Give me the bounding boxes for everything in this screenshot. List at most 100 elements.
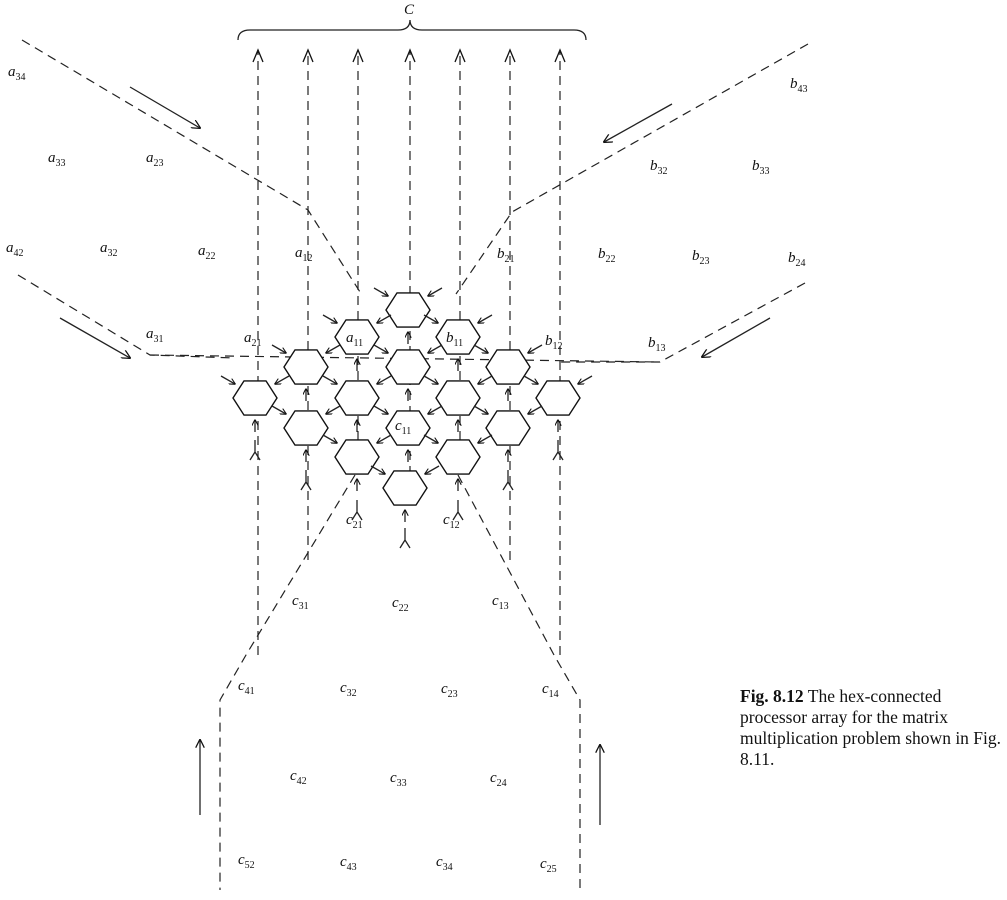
feed-fork-icon (502, 470, 514, 491)
processor-hexagon (385, 349, 431, 385)
processor-input-arrow (373, 344, 388, 353)
output-label: C (404, 2, 415, 18)
c-23-label: c23 (441, 681, 458, 700)
c-14-label: c14 (542, 681, 559, 700)
c-34-label: c34 (436, 854, 453, 873)
b-22-label: b22 (598, 246, 616, 265)
a-23-label: a23 (146, 150, 164, 169)
a-33-label: a33 (48, 150, 66, 169)
processor-input-arrow (478, 375, 493, 384)
processor-hexagon (385, 292, 431, 328)
output-arrow-icon (554, 48, 566, 63)
feed-fork-icon (399, 528, 411, 549)
feed-fork-icon (249, 440, 261, 461)
b-flow-arrow-upper (604, 103, 673, 142)
processor-input-arrow (528, 405, 543, 414)
c-21-label: c21 (346, 512, 363, 531)
processor-hexagon (334, 380, 380, 416)
processor-input-arrow (423, 375, 438, 384)
a-21-label: a21 (244, 330, 262, 349)
output-arrow-icon (404, 48, 416, 63)
processor-hexagon (485, 349, 531, 385)
c-13-label: c13 (492, 593, 509, 612)
a-32-label: a32 (100, 240, 118, 259)
a-42-label: a42 (6, 240, 24, 259)
c-25-label: c25 (540, 856, 557, 875)
feed-fork-icon (351, 500, 363, 521)
b-stream-envelope-lower (560, 282, 806, 363)
output-arrow-icon (454, 48, 466, 63)
processor-input-arrow (423, 314, 438, 323)
a-22-label: a22 (198, 243, 216, 262)
processor-input-arrow (428, 344, 443, 353)
c-11-label: c11 (395, 418, 411, 437)
c-stream-envelope-right (457, 474, 581, 890)
a-12-label: a12 (295, 245, 313, 264)
processor-input-arrow (528, 344, 543, 353)
c-32-label: c32 (340, 680, 357, 699)
processor-input-arrow (377, 375, 392, 384)
processor-input-arrow (425, 465, 440, 474)
processor-input-arrow (271, 405, 286, 414)
processor-input-arrow (326, 405, 341, 414)
processor-hexagon (435, 439, 481, 475)
b-flow-arrow-lower (702, 317, 771, 357)
c-33-label: c33 (390, 770, 407, 789)
processor-hexagon (232, 380, 278, 416)
a-flow-arrow-upper (129, 86, 200, 128)
processor-array (220, 287, 593, 549)
processor-hexagon (334, 319, 380, 355)
processor-input-arrow (373, 287, 388, 296)
b-21-label: b21 (497, 246, 515, 265)
c-31-label: c31 (292, 593, 309, 612)
processor-input-arrow (423, 434, 438, 443)
c-52-label: c52 (238, 852, 255, 871)
c-22-label: c22 (392, 595, 409, 614)
processor-hexagon (485, 410, 531, 446)
processor-input-arrow (271, 344, 286, 353)
output-arrow-icon (252, 48, 264, 63)
feed-fork-icon (452, 500, 464, 521)
processor-hexagon (535, 380, 581, 416)
output-arrow-icon (302, 48, 314, 63)
processor-hexagon (283, 410, 329, 446)
processor-input-arrow (428, 405, 443, 414)
a-stream-envelope-upper (21, 39, 361, 293)
feed-fork-icon (552, 440, 564, 461)
processor-input-arrow (220, 375, 235, 384)
b-23-label: b23 (692, 248, 710, 267)
b-32-label: b32 (650, 158, 668, 177)
processor-input-arrow (478, 434, 493, 443)
processor-input-arrow (322, 375, 337, 384)
b-13-label: b13 (648, 335, 666, 354)
output-brace (237, 19, 587, 41)
a-stream-envelope-lower (17, 274, 236, 359)
caption-text: The hex-connected processor array for th… (740, 686, 1002, 769)
c-43-label: c43 (340, 854, 357, 873)
a-31-label: a31 (146, 326, 164, 345)
processor-hexagon (435, 319, 481, 355)
processor-input-arrow (373, 405, 388, 414)
output-arrow-icon (352, 48, 364, 63)
processor-input-arrow (326, 344, 341, 353)
figure-caption: Fig. 8.12 The hex-connected processor ar… (740, 686, 1005, 770)
c-12-label: c12 (443, 512, 460, 531)
processor-input-arrow (275, 375, 290, 384)
processor-hexagon (334, 439, 380, 475)
processor-input-arrow (578, 375, 593, 384)
a-flow-arrow-lower (59, 317, 130, 358)
caption-number: Fig. 8.12 (740, 686, 804, 706)
c-24-label: c24 (490, 770, 507, 789)
processor-input-arrow (322, 434, 337, 443)
c-stream-envelope-left (219, 474, 356, 890)
processor-input-arrow (428, 287, 443, 296)
processor-input-arrow (370, 465, 385, 474)
processor-input-arrow (478, 314, 493, 323)
processor-hexagon (382, 470, 428, 506)
output-streams (252, 48, 566, 655)
c-41-label: c41 (238, 678, 255, 697)
processor-input-arrow (377, 314, 392, 323)
processor-hexagon (385, 410, 431, 446)
